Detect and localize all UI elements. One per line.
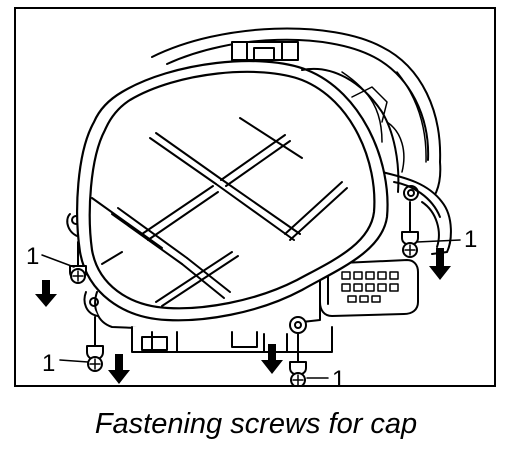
electrical-connector	[319, 259, 419, 317]
diagram-frame: 1 1 1 1	[14, 7, 496, 387]
down-arrow-icon	[429, 248, 451, 280]
screw-icon	[401, 201, 419, 258]
cap	[76, 59, 400, 322]
callout-label: 1	[26, 243, 39, 270]
side-bracket	[381, 171, 452, 255]
down-arrow-icon	[35, 280, 57, 307]
down-arrow-icon	[261, 344, 283, 374]
cap-assembly-drawing: 1 1 1 1	[26, 27, 477, 385]
screw-icon	[69, 241, 87, 284]
callout-leaders	[41, 239, 461, 379]
screw-icon	[289, 333, 307, 385]
down-arrow-icon	[108, 354, 130, 384]
callout-label: 1	[332, 366, 345, 385]
screw-icon	[86, 316, 104, 372]
figure-caption: Fastening screws for cap	[94, 408, 418, 440]
callout-label: 1	[42, 350, 55, 377]
callout-label: 1	[464, 226, 477, 253]
